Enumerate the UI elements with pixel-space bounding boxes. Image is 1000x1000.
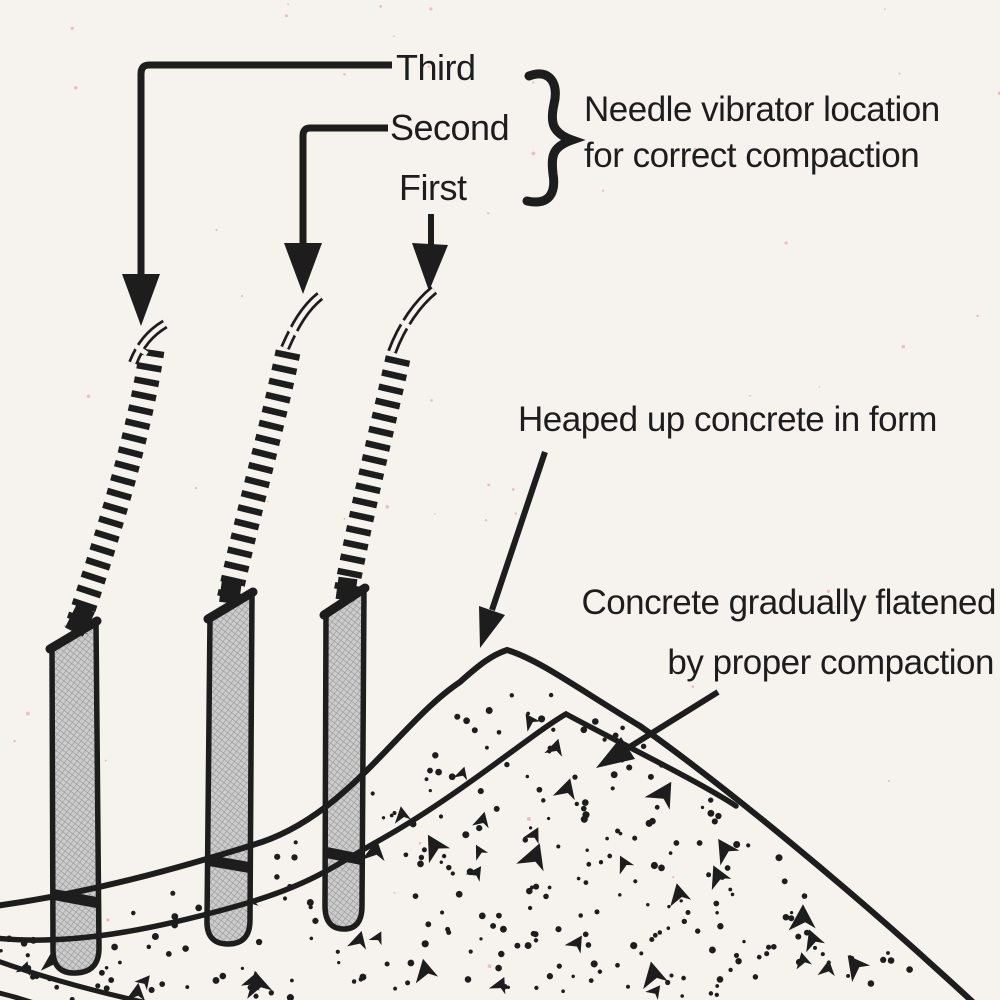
heap-leader-line [489,451,548,611]
cable-first [387,286,438,354]
cable-break-first [397,317,417,334]
brace-note-line2: for correct compaction [584,136,920,175]
label-third: Third [396,47,476,88]
coil-end-first [335,576,358,602]
concrete-surface-heaped [0,646,976,1000]
leader-line-third [137,61,392,280]
brace-note-line1: Needle vibrator location [584,90,940,129]
needle-vibrator-second [203,587,258,947]
concrete-surface-mid [0,710,739,943]
needle-band [205,854,253,874]
cable-break-second [282,322,302,339]
needle-collar [203,587,258,624]
concrete-aggregate-texture [0,692,913,1000]
label-first: First [399,167,467,208]
concrete-surface-base-2 [0,990,33,1000]
curly-brace [522,69,586,207]
coil-shaft-first [332,355,411,601]
annotation-arrows [479,451,720,768]
label-second: Second [390,107,510,148]
coil-end-third [65,603,95,637]
concrete-surface-base [0,959,146,1000]
leader-line-second [299,124,388,248]
flatten-note-line1: Concrete gradually flatened [581,583,996,622]
needle-band [322,846,366,866]
insertion-order-leaders [122,61,448,326]
flatten-arrowhead-icon [596,737,635,768]
needle-vibrator-first [319,583,370,932]
vibrator-cables [128,286,438,365]
down-arrow-third-icon [122,274,160,326]
needle-collar [45,616,102,654]
coil-shaft-third [64,348,165,635]
paper-scan-speckles [13,3,1000,976]
coil-end-second [219,578,242,605]
flatten-note-line2: by proper compaction [667,643,994,682]
down-arrow-first-icon [412,243,448,291]
heap-note: Heaped up concrete in form [518,400,937,439]
needle-vibrator-third [45,616,102,976]
coil-shaft-second [216,349,301,603]
vibrator-shafts [64,348,411,637]
heap-arrowhead-icon [479,606,505,648]
down-arrow-second-icon [284,243,322,294]
cable-break-third [129,340,149,357]
flatten-leader-line [626,689,720,751]
